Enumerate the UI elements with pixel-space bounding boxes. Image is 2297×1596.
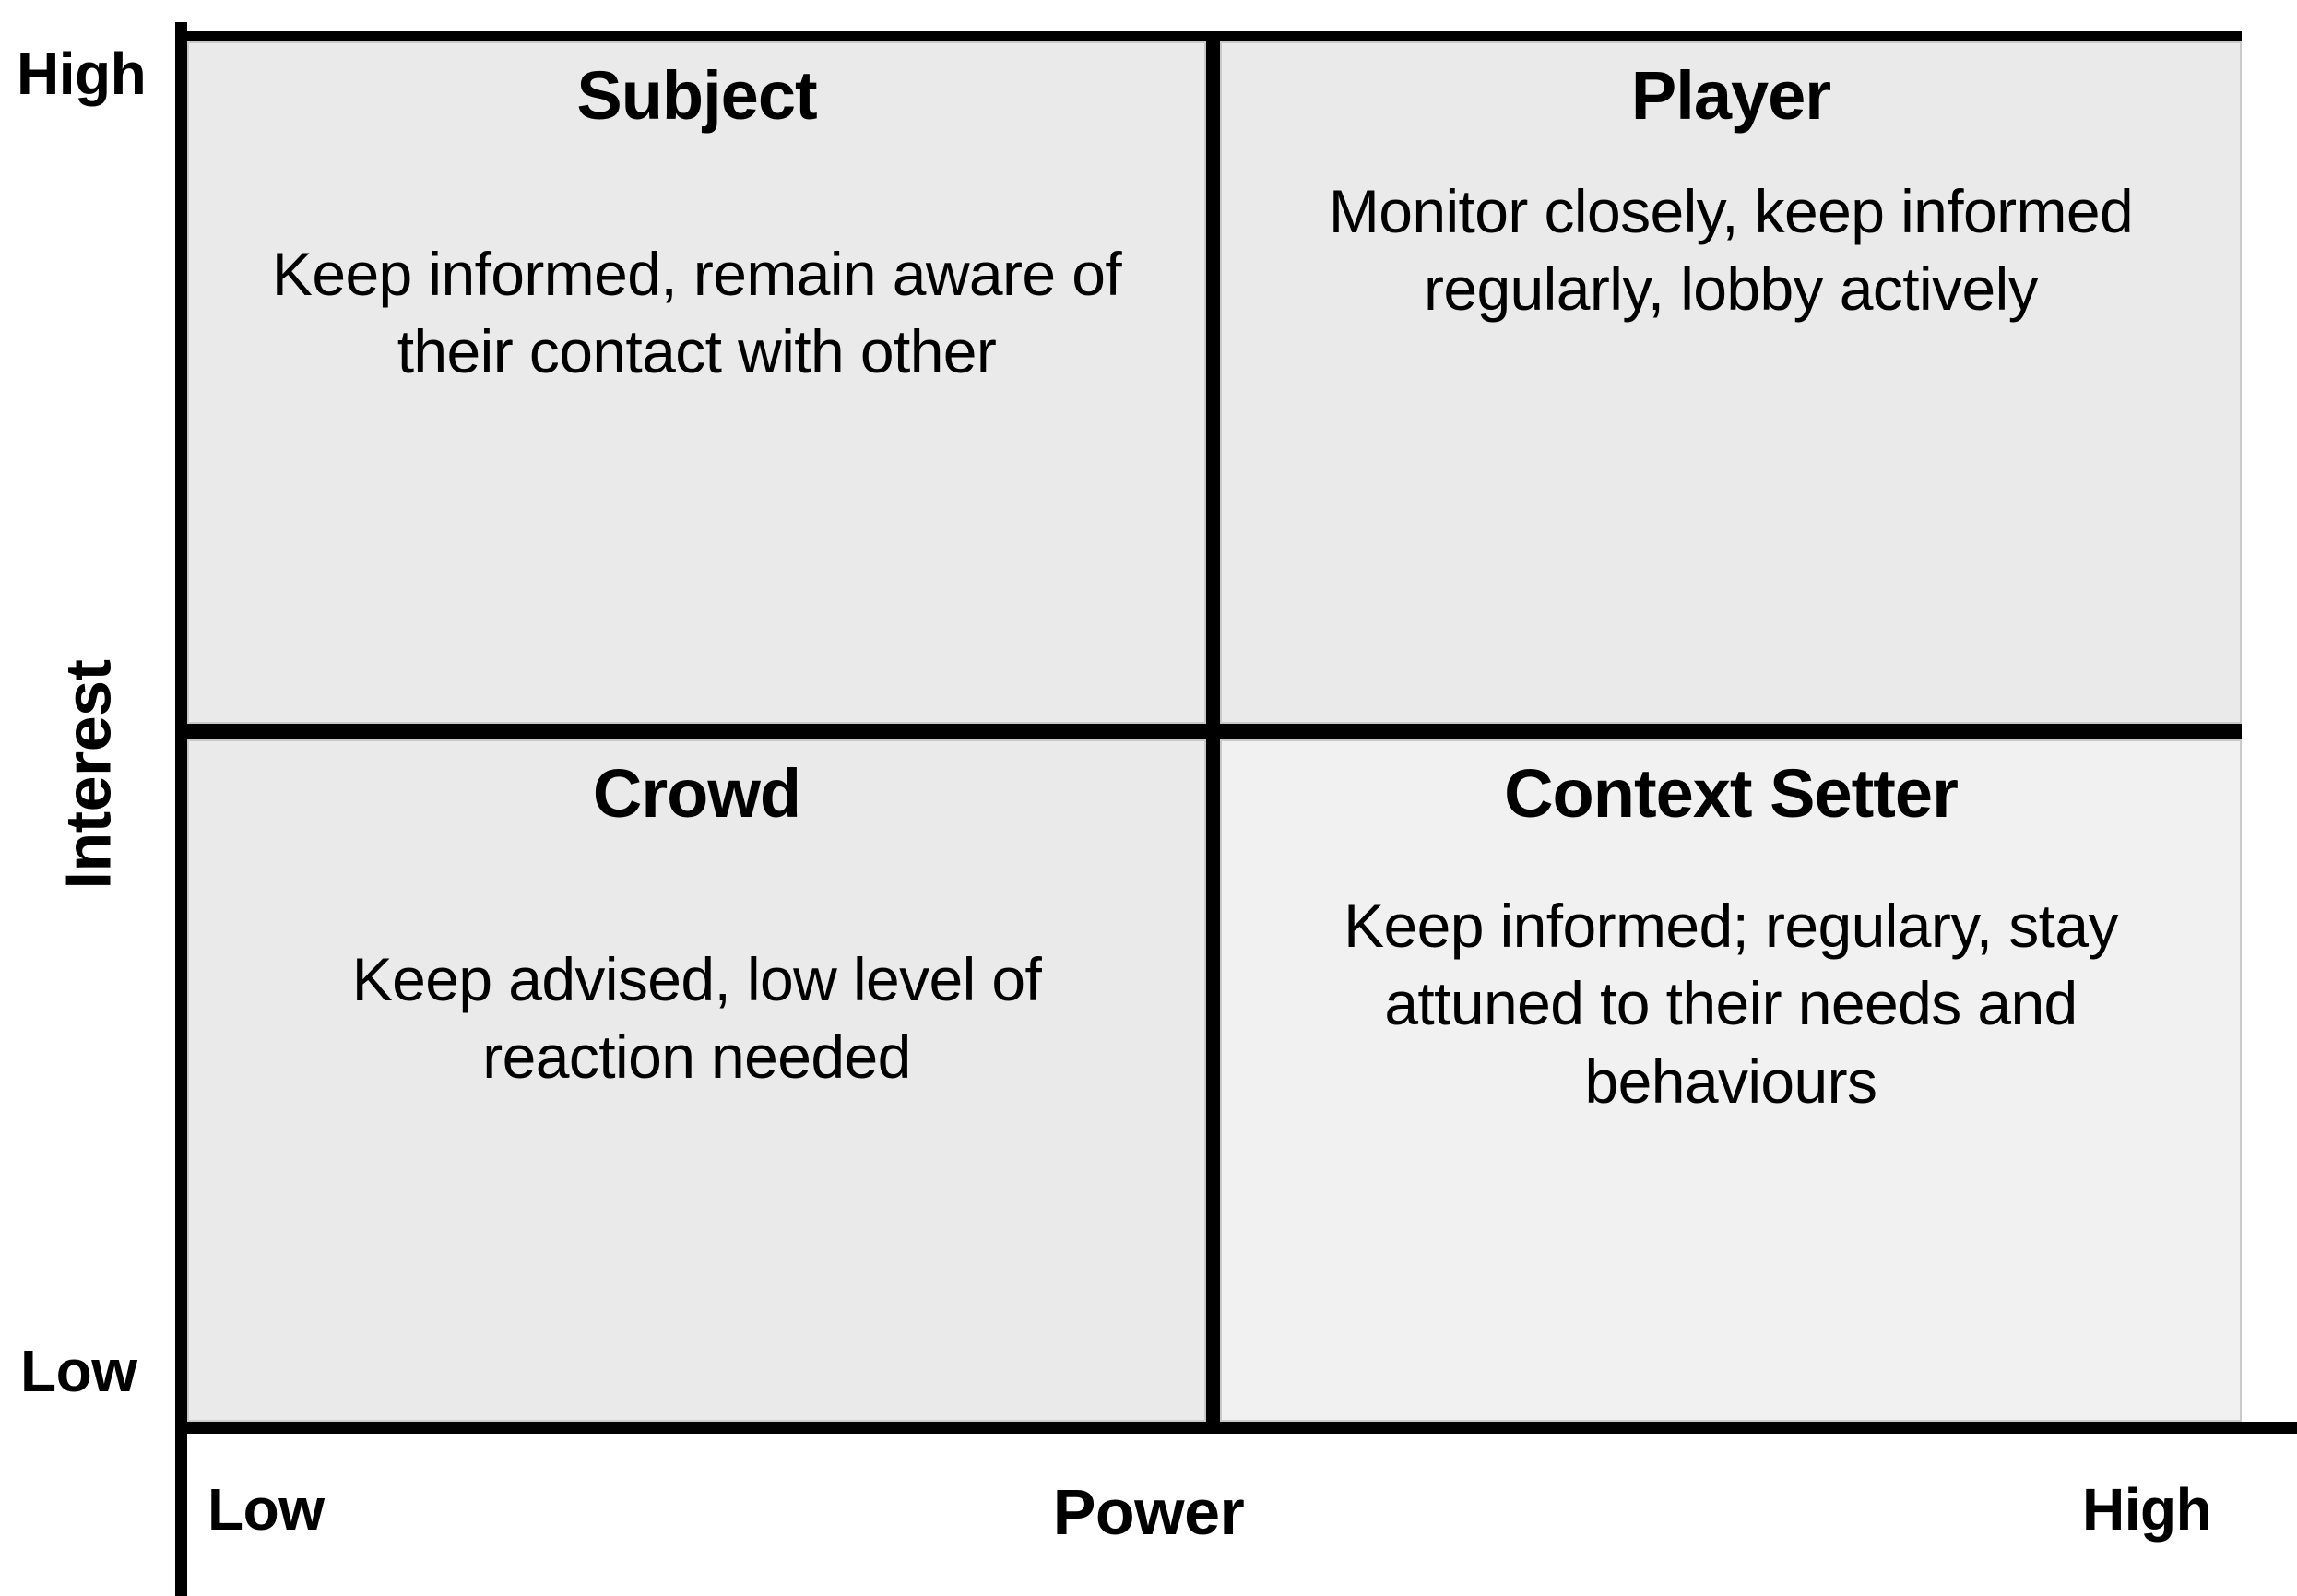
- quadrant-context-setter-title: Context Setter: [1504, 755, 1959, 832]
- quadrant-crowd-title: Crowd: [592, 755, 801, 832]
- quadrant-subject[interactable]: Subject Keep informed, remain aware of t…: [187, 41, 1206, 724]
- matrix-horizontal-divider: [187, 724, 2242, 739]
- quadrant-crowd[interactable]: Crowd Keep advised, low level of reactio…: [187, 739, 1206, 1422]
- quadrant-subject-body: Keep informed, remain aware of their con…: [271, 239, 1122, 386]
- matrix-top-rule: [187, 31, 2242, 41]
- x-axis-low-label: Low: [207, 1476, 325, 1543]
- quadrant-player-title: Player: [1630, 57, 1831, 134]
- quadrant-player[interactable]: Player Monitor closely, keep informed re…: [1220, 41, 2242, 724]
- quadrant-crowd-body: Keep advised, low level of reaction need…: [351, 944, 1042, 1092]
- quadrant-player-body: Monitor closely, keep informed regularly…: [1328, 176, 2134, 324]
- y-axis-high-label: High: [17, 41, 147, 107]
- matrix-grid: Subject Keep informed, remain aware of t…: [187, 31, 2242, 1422]
- y-axis-title: Interest: [52, 659, 124, 890]
- quadrant-subject-title: Subject: [576, 57, 817, 134]
- quadrant-context-setter[interactable]: Context Setter Keep informed; regulary, …: [1220, 739, 2242, 1422]
- y-axis-low-label: Low: [20, 1338, 137, 1404]
- x-axis-high-label: High: [2082, 1476, 2212, 1543]
- x-axis-line: [175, 1422, 2297, 1434]
- x-axis-title: Power: [1052, 1476, 1245, 1548]
- y-axis-title-container: Interest: [32, 516, 143, 1033]
- quadrant-context-setter-body: Keep informed; regulary, stay attuned to…: [1344, 891, 2118, 1116]
- y-axis-line: [175, 22, 187, 1596]
